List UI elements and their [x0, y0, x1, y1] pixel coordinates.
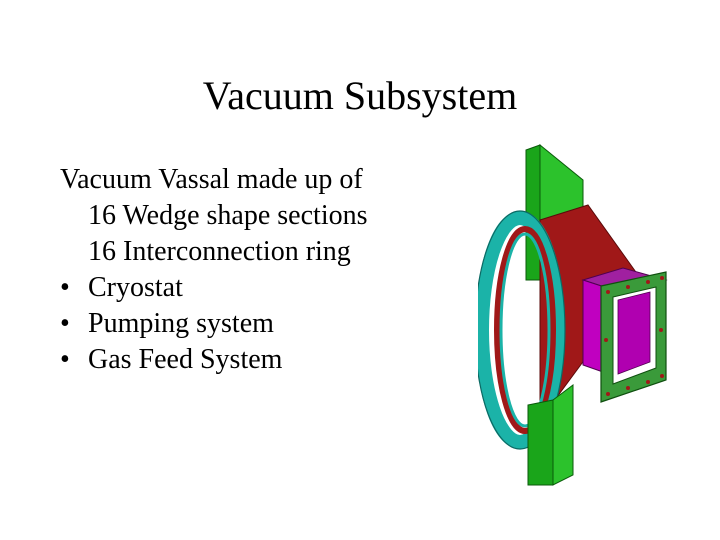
flange-bolts — [604, 276, 664, 396]
bullet-cryostat: • Cryostat — [60, 270, 480, 306]
interconnection-ring-edge — [478, 210, 566, 450]
bullet-marker: • — [60, 344, 70, 375]
sub-item-interconnection-ring: 16 Interconnection ring — [88, 236, 351, 267]
intro-line: Vacuum Vassal made up of — [60, 164, 363, 195]
port-inner-wall — [617, 291, 651, 375]
vessel-inner-ring — [494, 226, 556, 434]
vessel-inner-edge — [499, 232, 551, 428]
bullet-gas-feed-system: • Gas Feed System — [60, 342, 480, 378]
support-post-bottom-side — [552, 384, 574, 486]
sub-item-wedge-sections: 16 Wedge shape sections — [88, 200, 368, 231]
bullet-label: Pumping system — [88, 308, 274, 339]
bullet-marker: • — [60, 308, 70, 339]
slide-title: Vacuum Subsystem — [202, 73, 518, 118]
bullet-label: Gas Feed System — [88, 344, 283, 375]
bullet-marker: • — [60, 272, 70, 303]
bullet-pumping-system: • Pumping system — [60, 306, 480, 342]
bullet-label: Cryostat — [88, 272, 183, 303]
vacuum-vessel-illustration — [478, 143, 668, 486]
interconnection-ring-outer — [478, 211, 565, 449]
slide-body: Vacuum Vassal made up of 16 Wedge shape … — [60, 162, 480, 378]
support-post-bottom — [527, 399, 554, 486]
